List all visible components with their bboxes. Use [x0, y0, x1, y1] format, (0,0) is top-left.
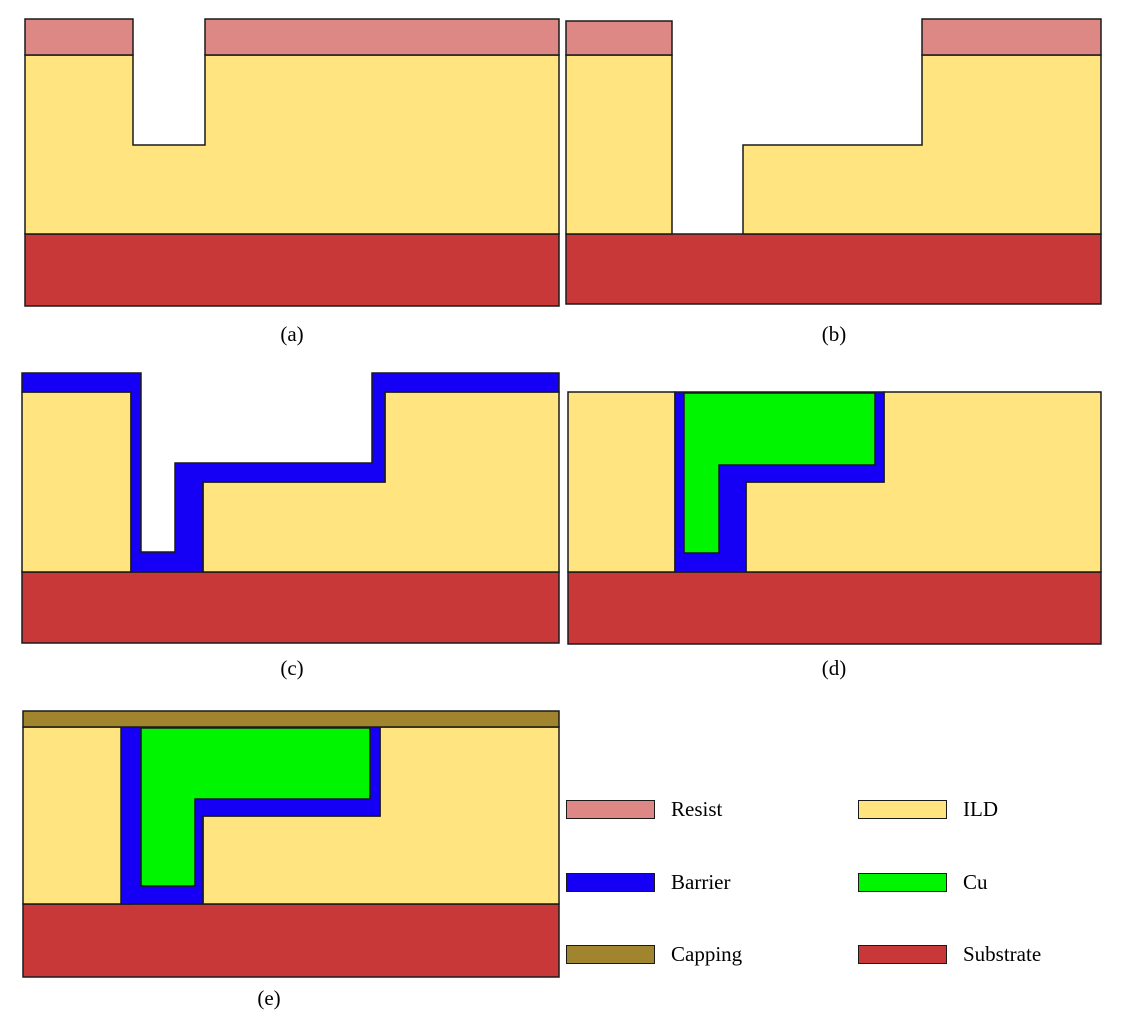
caption-b: (b)	[821, 322, 847, 346]
substrate-layer	[24, 233, 560, 307]
legend-label: Capping	[671, 942, 743, 966]
barrier-swatch	[566, 873, 655, 892]
legend-item-resist: Resist	[566, 797, 722, 822]
resist-layer	[921, 18, 1102, 56]
legend-item-barrier: Barrier	[566, 870, 730, 895]
ild-layer	[567, 391, 676, 573]
substrate-swatch	[858, 945, 947, 964]
cu-layer	[140, 727, 371, 887]
substrate-layer	[565, 233, 1102, 305]
panel-e	[22, 710, 560, 978]
capping-layer	[22, 710, 560, 728]
substrate-layer	[567, 571, 1102, 645]
legend-item-cu: Cu	[858, 870, 988, 895]
resist-layer	[565, 20, 673, 56]
caption-e: (e)	[257, 986, 281, 1010]
legend-label: Cu	[963, 870, 988, 894]
caption-c: (c)	[280, 656, 304, 680]
cu-swatch	[858, 873, 947, 892]
barrier-layer	[21, 372, 560, 573]
panel-a	[24, 18, 560, 307]
cu-layer	[683, 392, 876, 554]
legend-item-substrate: Substrate	[858, 942, 1041, 967]
resist-swatch	[566, 800, 655, 819]
legend-label: ILD	[963, 797, 998, 821]
legend-label: Resist	[671, 797, 723, 821]
legend-item-ild: ILD	[858, 797, 998, 822]
resist-layer	[204, 18, 560, 56]
substrate-layer	[22, 903, 560, 978]
panel-c	[21, 372, 560, 644]
caption-d: (d)	[821, 656, 847, 680]
caption-a: (a)	[280, 322, 304, 346]
ild-swatch	[858, 800, 947, 819]
ild-layer	[24, 54, 560, 235]
ild-layer	[565, 54, 673, 235]
resist-layer	[24, 18, 134, 56]
substrate-layer	[21, 571, 560, 644]
ild-layer	[742, 54, 1102, 235]
legend-label: Barrier	[671, 870, 731, 894]
legend-item-capping: Capping	[566, 942, 742, 967]
ild-layer	[21, 391, 132, 573]
legend-label: Substrate	[963, 942, 1042, 966]
ild-layer	[22, 726, 132, 905]
panel-b	[565, 18, 1102, 305]
capping-swatch	[566, 945, 655, 964]
panel-d	[567, 391, 1102, 645]
